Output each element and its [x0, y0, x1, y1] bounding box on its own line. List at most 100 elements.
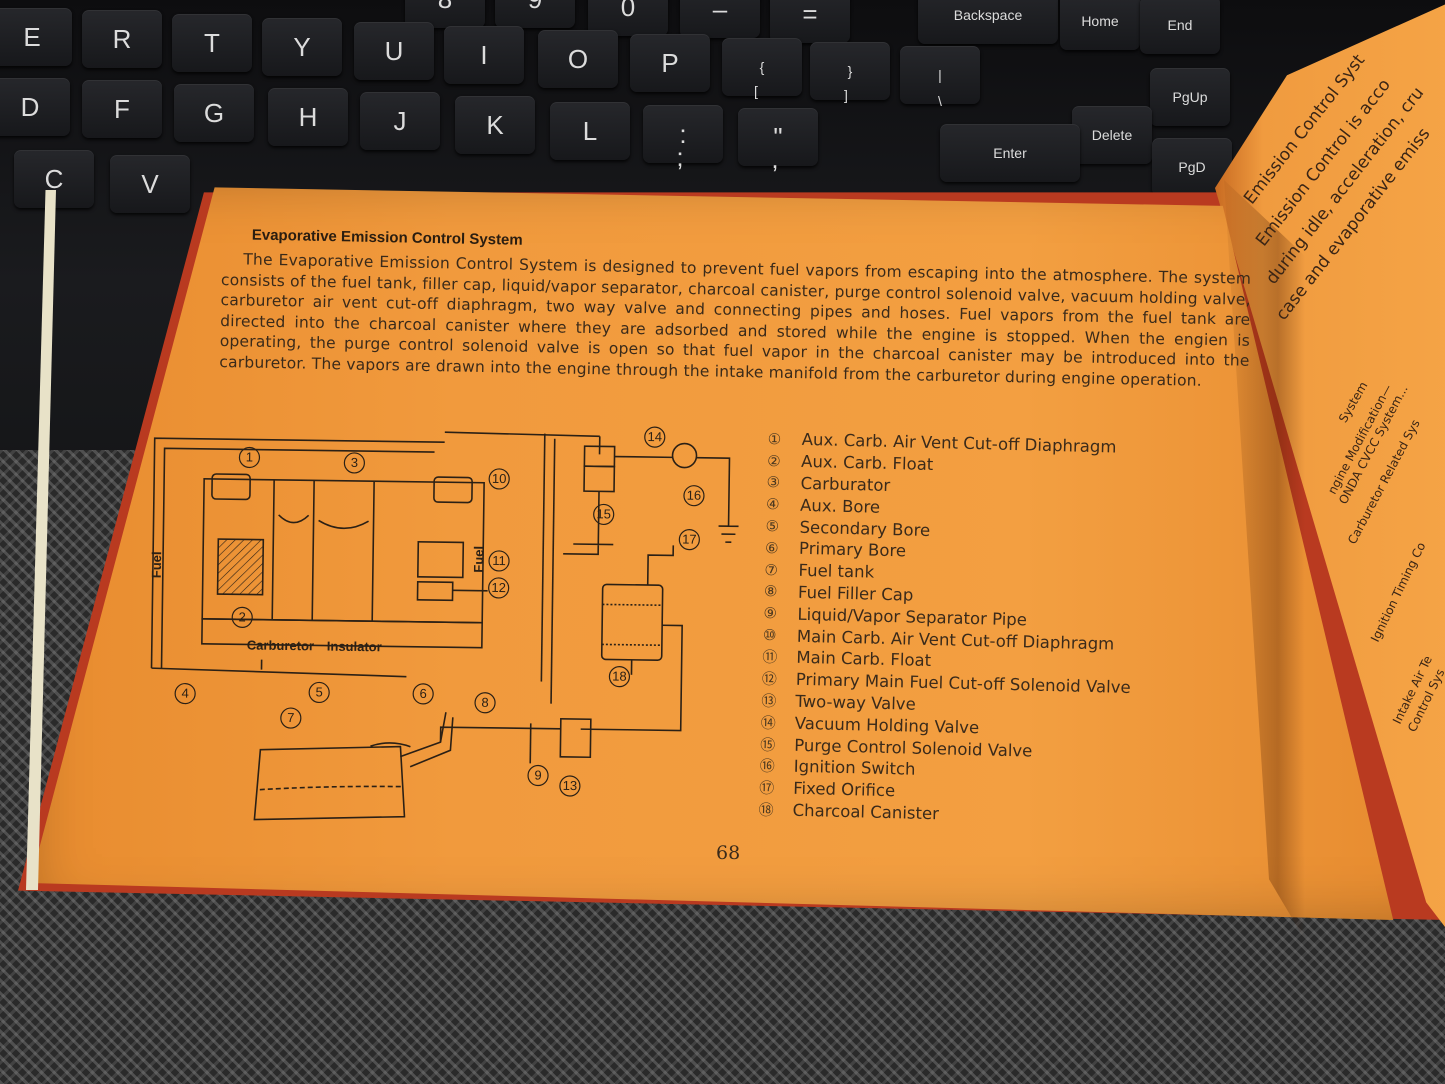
aux-float-chamber	[216, 538, 265, 596]
legend-label: Two-way Valve	[795, 691, 916, 714]
legend-number: ⑱	[758, 800, 774, 820]
bore-venturi	[278, 514, 369, 530]
key-t: T	[172, 14, 252, 72]
key-g: G	[174, 84, 254, 142]
legend-number: ①	[767, 429, 782, 449]
body-text-block: Evaporative Emission Control System The …	[219, 226, 1252, 392]
pipe-line	[444, 431, 600, 438]
pipe-line	[160, 447, 435, 669]
callout-7: 7	[287, 710, 294, 725]
callout-1: 1	[246, 449, 253, 464]
key-brace-open: {	[722, 38, 802, 96]
pipe-line	[540, 433, 546, 682]
key-minus: –	[680, 0, 760, 38]
key-9: 9	[495, 0, 575, 28]
fuel-level	[259, 785, 402, 791]
key-r: R	[82, 10, 162, 68]
callout-14: 14	[647, 429, 662, 444]
key-j: J	[360, 92, 440, 150]
description-paragraph: The Evaporative Emission Control System …	[219, 249, 1251, 392]
callout-17: 17	[682, 532, 697, 547]
callout-10: 10	[492, 471, 507, 486]
legend-label: Primary Bore	[798, 539, 907, 561]
legend-label: Aux. Carb. Float	[800, 452, 934, 475]
legend-number: ⑦	[764, 560, 779, 579]
label-fuel-right: Fuel	[471, 546, 486, 573]
purge-lines	[563, 491, 614, 556]
key-u: U	[354, 22, 434, 80]
key-f: F	[82, 80, 162, 138]
ignition-switch-circle	[671, 442, 698, 469]
key-bracket-close: ]	[844, 87, 848, 103]
key-equals: =	[770, 0, 850, 43]
key-backslash: \	[938, 93, 942, 109]
legend-number: ⑥	[764, 538, 779, 558]
vapor-line	[580, 624, 683, 732]
separator-line	[529, 723, 532, 764]
solenoid-valve-box	[416, 581, 454, 602]
callout-9: 9	[534, 767, 541, 782]
callout-12: 12	[491, 580, 506, 595]
key-v: V	[110, 155, 190, 213]
legend-label: Ignition Switch	[793, 757, 916, 780]
callout-16: 16	[687, 488, 702, 503]
legend-label: Secondary Bore	[799, 517, 931, 540]
emission-system-diagram: Fuel Fuel Carburetor Insulator 1 2 3 4 5…	[149, 426, 739, 821]
key-brace-close: }	[810, 42, 890, 100]
key-enter: Enter	[940, 124, 1080, 182]
key-delete: Delete	[1072, 106, 1152, 164]
bore-lines	[271, 479, 375, 622]
key-bracket-open: [	[754, 83, 758, 99]
key-c: C	[14, 150, 94, 208]
key-p: P	[630, 34, 710, 92]
key-k: K	[455, 96, 535, 154]
purge-valve-body	[583, 465, 616, 493]
callout-8: 8	[481, 695, 488, 710]
paragraph-text: The Evaporative Emission Control System …	[219, 250, 1252, 390]
key-semicolon: ;	[676, 141, 684, 172]
callout-15: 15	[596, 506, 611, 521]
pipe-line	[150, 437, 445, 669]
callout-6: 6	[419, 686, 426, 701]
legend-label: Main Carb. Float	[796, 648, 932, 671]
key-home: Home	[1060, 0, 1140, 50]
legend-label: Fuel Filler Cap	[797, 582, 914, 605]
key-l: L	[550, 102, 630, 160]
legend-number: ③	[766, 473, 781, 492]
pipe-line	[550, 438, 556, 704]
legend-number: ⑫	[761, 670, 778, 689]
legend-number: ⑬	[761, 691, 777, 711]
callout-18: 18	[612, 669, 627, 684]
callout-11: 11	[492, 553, 506, 568]
legend-number: ⑨	[763, 604, 778, 623]
legend-number: ⑩	[762, 626, 777, 645]
legend-number: ⑰	[758, 779, 775, 798]
legend-number: ⑤	[765, 517, 780, 536]
key-pgup: PgUp	[1150, 68, 1230, 126]
carburetor-insulator	[201, 618, 483, 649]
vapor-line	[439, 726, 561, 743]
legend-label: Aux. Bore	[799, 495, 881, 517]
key-backspace: Backspace	[918, 0, 1058, 44]
legend-label: Charcoal Canister	[792, 800, 940, 824]
ignition-wiring	[614, 455, 739, 543]
key-d: D	[0, 78, 70, 136]
key-o: O	[538, 30, 618, 88]
key-e: E	[0, 8, 72, 66]
legend-number: ⑭	[760, 713, 777, 733]
callout-3: 3	[351, 455, 358, 470]
key-end: End	[1140, 0, 1220, 54]
callout-2: 2	[239, 609, 246, 624]
legend-number: ⑯	[759, 757, 775, 776]
legend-label: Vacuum Holding Valve	[794, 713, 980, 737]
two-way-valve	[559, 718, 592, 759]
legend-number: ⑪	[762, 648, 778, 667]
key-pipe: |	[900, 46, 980, 104]
page-number: 68	[716, 842, 741, 864]
key-quote: "	[738, 108, 818, 166]
pipe-line	[151, 667, 407, 678]
main-diaphragm	[433, 476, 473, 504]
legend-number: ②	[766, 451, 781, 471]
callout-5: 5	[315, 684, 322, 699]
